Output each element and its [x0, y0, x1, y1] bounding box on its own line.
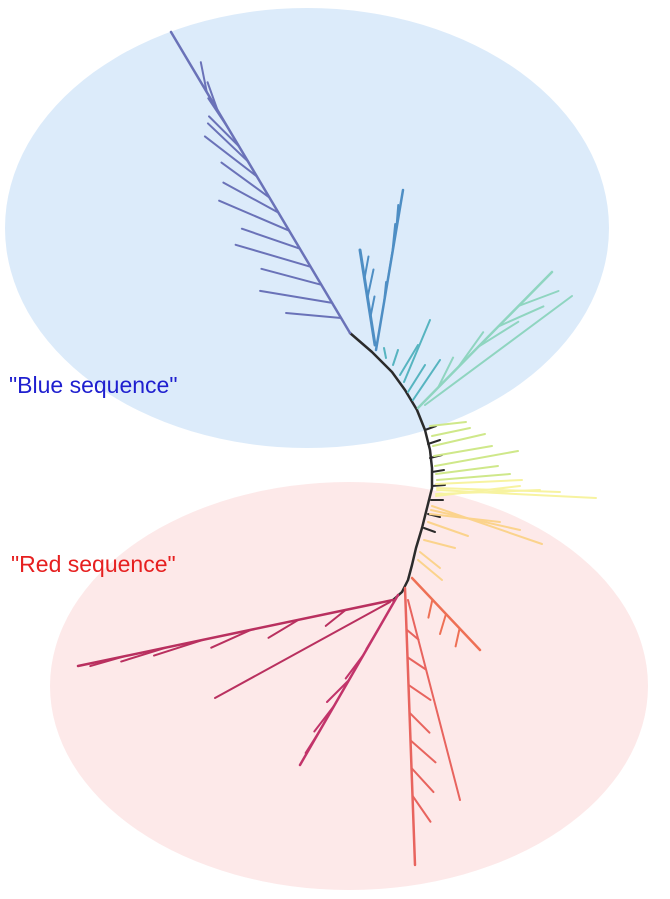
paleyellow-leaf-4 [435, 485, 521, 497]
magentared-clade-leaf-3 [153, 638, 205, 657]
indigo-clade-leaf-6 [222, 181, 280, 214]
aquagreen-clade-branch [424, 295, 573, 406]
indigo-clade-leaf-12 [206, 81, 219, 112]
magentared-clade-trunk [76, 598, 395, 668]
paleyellow-leaf-1 [436, 487, 561, 493]
red-sequence-region [50, 482, 648, 890]
indigo-clade-leaf-11 [207, 97, 230, 130]
salmon-clade-leaf-3 [408, 711, 431, 734]
orangered-clade-leaf-0 [427, 598, 434, 619]
magentared-clade-leaf-2 [210, 628, 253, 649]
indigo-clade-leaf-3 [234, 243, 312, 268]
lightorange-leaf-3 [427, 521, 469, 537]
indigo-clade-leaf-9 [206, 122, 249, 163]
lightorange-leaf-0 [431, 505, 543, 545]
salmon-clade-leaf-6 [411, 794, 432, 823]
salmon-clade-trunk [403, 586, 417, 867]
crimson-clade-leaf-3 [313, 704, 336, 733]
blue-sequence-region [5, 8, 609, 448]
indigo-clade-leaf-1 [259, 289, 334, 304]
lightorange-leaf-2 [429, 513, 501, 523]
crimson-clade-leaf-0 [365, 628, 380, 650]
indigo-clade-leaf-5 [218, 199, 291, 232]
backbone-tick-0 [424, 425, 437, 431]
lightgreen-leaf-2 [432, 433, 486, 447]
lightgreen-leaf-1 [431, 427, 471, 437]
steelblue-clade-sub-leaf-0 [369, 295, 376, 318]
lightgreen-leaf-3 [433, 445, 493, 457]
magentared-clade-branch [214, 601, 391, 699]
magentared-clade-leaf-4 [120, 646, 168, 663]
aquagreen-clade-leaf-2 [477, 320, 520, 348]
lightgreen-leaf-0 [429, 421, 467, 427]
teal-leaf-0 [383, 347, 387, 359]
steelblue-clade-leaf-1 [387, 252, 394, 279]
steelblue-clade-leaf-2 [391, 223, 397, 255]
backbone-tick-4 [431, 484, 446, 487]
backbone-tick-1 [427, 439, 441, 445]
salmon-clade-leaf-5 [410, 767, 435, 794]
orangered-clade-leaf-1 [439, 613, 447, 635]
teal-leaf-1 [392, 349, 399, 366]
teal-leaf-4 [407, 364, 426, 393]
crimson-clade-leaf-2 [326, 679, 350, 703]
crimson-clade-leaf-4 [304, 730, 321, 754]
backbone-tick-7 [423, 527, 436, 533]
indigo-clade-leaf-4 [240, 227, 301, 250]
lightorange-leaf-6 [417, 559, 443, 581]
tree-backbone [348, 331, 434, 602]
lightorange-leaf-5 [419, 551, 441, 569]
indigo-clade-trunk [169, 30, 352, 335]
red-sequence-label: "Red sequence" [11, 551, 176, 577]
aquagreen-clade-leaf-4 [517, 290, 560, 307]
salmon-clade-branch [407, 599, 461, 801]
blue-sequence-label: "Blue sequence" [9, 372, 178, 398]
steelblue-clade-sub-leaf-2 [363, 255, 370, 280]
salmon-clade-leaf-2 [407, 683, 432, 701]
crimson-clade-leaf-1 [344, 653, 365, 680]
indigo-clade-leaf-2 [260, 267, 323, 286]
phylogenetic-tree [76, 30, 597, 867]
salmon-clade-leaf-0 [405, 628, 420, 641]
indigo-clade-leaf-0 [285, 311, 343, 319]
lightgreen-leaf-6 [436, 473, 511, 481]
salmon-clade-leaf-4 [409, 739, 437, 764]
aquagreen-clade-leaf-0 [437, 356, 455, 389]
orangered-clade-leaf-2 [454, 627, 461, 648]
aquagreen-clade-leaf-1 [457, 331, 485, 369]
steelblue-clade-leaf-3 [395, 204, 400, 231]
lightgreen-leaf-5 [435, 465, 499, 475]
teal-leaf-5 [412, 359, 441, 401]
paleyellow-leaf-0 [435, 479, 523, 485]
salmon-clade-leaf-1 [406, 656, 427, 671]
teal-leaf-3 [403, 319, 431, 383]
lightgreen-leaf-4 [434, 450, 519, 467]
steelblue-clade-sub-leaf-1 [366, 268, 375, 299]
magentared-clade-leaf-5 [89, 655, 127, 668]
backbone-tick-3 [431, 469, 445, 473]
paleyellow-leaf-2 [436, 489, 597, 499]
aquagreen-clade-leaf-3 [497, 305, 545, 328]
teal-leaf-2 [399, 344, 419, 376]
indigo-clade-leaf-10 [208, 115, 241, 148]
magentared-clade-leaf-1 [267, 618, 300, 639]
indigo-clade-leaf-8 [203, 135, 258, 178]
indigo-clade-leaf-7 [220, 161, 271, 199]
lightorange-leaf-4 [423, 539, 456, 549]
magentared-clade-leaf-0 [324, 608, 347, 627]
indigo-clade-leaf-13 [199, 61, 208, 94]
steelblue-clade-leaf-0 [383, 281, 388, 303]
